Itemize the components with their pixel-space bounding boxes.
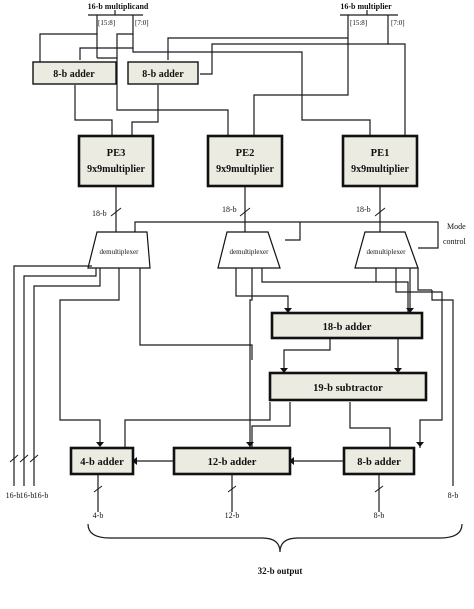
subtractor-19b-label: 19-b subtractor	[313, 383, 383, 394]
adder-4b: 4-b adder	[69, 446, 135, 476]
side-output-1: 16-b	[6, 491, 21, 500]
demux-middle-label: demultiplexer	[230, 248, 270, 256]
adder-8b-bottom-label: 8-b adder	[357, 457, 401, 468]
pe3-name: PE3	[107, 148, 126, 159]
multiplicand-low-label: [7:0]	[135, 19, 149, 27]
adder-12b: 12-b adder	[172, 446, 292, 476]
demux-middle: demultiplexer	[217, 231, 281, 269]
demux-left: demultiplexer	[87, 231, 151, 269]
demux-right-label: demultiplexer	[367, 248, 407, 256]
adder-8b-right-label: 8-b adder	[142, 69, 184, 80]
mode-control-label-1: Mode	[447, 222, 466, 231]
final-output-label: 32-b output	[258, 566, 303, 576]
multiplier-high-label: [15:8]	[350, 19, 367, 27]
output-12b-label: 12-b	[225, 511, 240, 520]
mode-control: Mode control	[134, 221, 466, 249]
adder-8b-left-label: 8-b adder	[53, 69, 95, 80]
multiplier-input: 16-b multiplier [15:8] [7:0]	[340, 2, 405, 28]
pe1-bus-width: 18-b	[356, 205, 371, 214]
multiplicand-high-label: [15:8]	[98, 19, 115, 27]
pe2-block: PE2 9x9multiplier	[206, 134, 284, 188]
mode-control-label-2: control	[443, 237, 466, 246]
adder-8b-right: 8-b adder	[127, 61, 199, 85]
adder-18b: 18-b adder	[270, 311, 424, 340]
demux-right: demultiplexer	[354, 231, 419, 269]
pe2-bus-width: 18-b	[222, 205, 237, 214]
pe3-block: PE3 9x9multiplier	[77, 134, 155, 188]
adder-4b-label: 4-b adder	[80, 457, 124, 468]
subtractor-19b: 19-b subtractor	[268, 371, 428, 402]
pe1-desc: 9x9multiplier	[351, 164, 409, 175]
pe3-desc: 9x9multiplier	[87, 164, 145, 175]
input-routing	[39, 28, 406, 135]
output-8b-label: 8-b	[374, 511, 385, 520]
pe1-block: PE1 9x9multiplier	[341, 134, 419, 188]
adder-12b-label: 12-b adder	[208, 457, 257, 468]
demux-routing	[9, 265, 454, 486]
demux-left-label: demultiplexer	[100, 248, 140, 256]
output-8b-side-label: 8-b	[448, 491, 459, 500]
adder-8b-left: 8-b adder	[32, 61, 117, 85]
pe2-desc: 9x9multiplier	[216, 164, 274, 175]
output-wires	[93, 474, 384, 512]
output-brace	[87, 523, 463, 553]
pe-output-buses: 18-b 18-b 18-b	[92, 186, 386, 232]
pe3-bus-width: 18-b	[92, 209, 107, 218]
adder-8b-bottom: 8-b adder	[342, 446, 416, 476]
output-4b-label: 4-b	[93, 511, 104, 520]
adder-18b-label: 18-b adder	[323, 322, 372, 333]
multiplicand-input: 16-b multiplicand [15:8] [7:0]	[88, 2, 149, 28]
side-output-3: 16-b	[34, 491, 49, 500]
carry-chain	[132, 457, 344, 465]
multiplicand-label: 16-b multiplicand	[88, 2, 149, 11]
pe1-name: PE1	[371, 148, 390, 159]
pe2-name: PE2	[236, 148, 255, 159]
multiplier-label: 16-b multiplier	[340, 2, 392, 11]
multiplier-low-label: [7:0]	[391, 19, 405, 27]
side-output-2: 16-b	[20, 491, 35, 500]
